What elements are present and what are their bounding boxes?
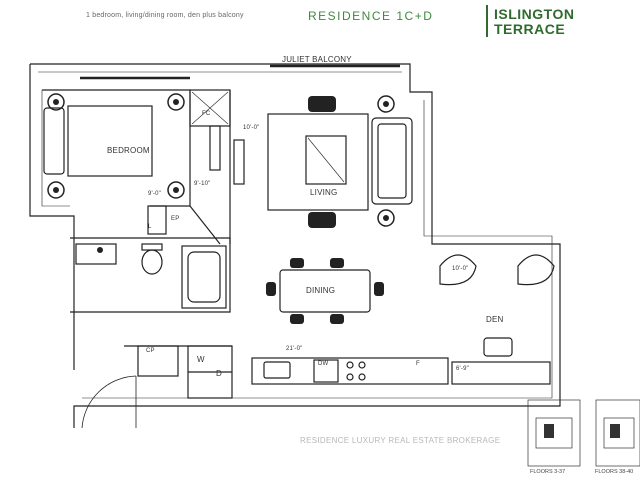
light-fixture [53, 99, 59, 105]
den-armchair-1 [439, 254, 477, 286]
light-fixture [377, 209, 395, 227]
dim-kitchen-length: 21'-0" [286, 346, 303, 352]
living-label: LIVING [310, 188, 338, 197]
dim-bedroom-depth-a: 9'-0" [148, 191, 161, 197]
light-fixture [383, 101, 389, 107]
bathtub [181, 245, 227, 309]
light-fixture [173, 99, 179, 105]
bedroom-wall-left [41, 90, 70, 207]
keyplan-floors-b: FLOORS 38-40 [595, 469, 634, 475]
inner-wall-right [82, 100, 553, 399]
unit-description: 1 bedroom, living/dining room, den plus … [86, 12, 244, 19]
logo-line-1: ISLINGTON [494, 6, 575, 22]
keyplan-b-core [603, 417, 635, 449]
dining-chair [290, 314, 304, 324]
den-chair [483, 337, 513, 357]
sofa [371, 117, 413, 205]
bathtub-inner [187, 251, 221, 303]
dim-den-width: 10'-0" [452, 266, 469, 272]
dryer-label: D [216, 369, 222, 378]
living-table [267, 113, 369, 211]
den-desk [451, 361, 551, 385]
ep-label: EP [171, 216, 180, 222]
dining-label: DINING [306, 286, 336, 295]
stove-burner-1 [346, 361, 354, 369]
keyplan-floors-a: FLOORS 3-37 [530, 469, 566, 475]
light-fixture [47, 93, 65, 111]
bed [67, 105, 153, 177]
closet-x2 [191, 91, 229, 125]
keyplan-a-core [535, 417, 573, 449]
bed-headboard [43, 107, 65, 175]
dining-chair [266, 282, 276, 296]
keyplan-a [527, 399, 581, 467]
bedroom-ledge [147, 205, 167, 235]
light-fixture [383, 215, 389, 221]
dishwasher-label: DW [318, 361, 329, 367]
column [137, 345, 179, 377]
fridge-label: F [416, 361, 420, 367]
bathroom-wall [70, 237, 231, 313]
toilet-tank [141, 243, 163, 251]
dim-den-depth: 6'-9" [456, 366, 469, 372]
kitchen-counter [251, 357, 449, 385]
residence-title: RESIDENCE 1C+D [308, 9, 434, 23]
stove-burner-4 [358, 373, 366, 381]
kitchen-sink [263, 361, 291, 379]
dining-table [279, 269, 371, 313]
light-fixture [167, 93, 185, 111]
logo-bar [486, 5, 488, 37]
dining-chair [330, 314, 344, 324]
dim-living-width: 10'-0" [243, 125, 260, 131]
living-chair [308, 212, 336, 228]
juliet-balcony-label: JULIET BALCONY [282, 55, 352, 64]
den-armchair-2 [517, 254, 555, 286]
light-fixture [167, 181, 185, 199]
living-chair [308, 96, 336, 112]
dim-bedroom-depth-b: 9'-10" [194, 181, 211, 187]
wardrobe-1 [209, 125, 221, 171]
wardrobe-2 [233, 139, 245, 185]
dining-chair [374, 282, 384, 296]
keyplan-b-highlight [610, 424, 620, 438]
outer-wall [30, 63, 561, 428]
bedroom-wall [42, 89, 191, 207]
stove-burner-2 [358, 361, 366, 369]
logo-line-2: TERRACE [494, 21, 566, 37]
vanity [75, 243, 117, 265]
entry-door-swing [81, 375, 137, 429]
l-label: L [148, 224, 152, 230]
den-label: DEN [486, 315, 504, 324]
fc-label: FC [202, 111, 211, 117]
islington-terrace-logo: ISLINGTON TERRACE [486, 5, 610, 37]
brokerage-watermark: RESIDENCE LUXURY REAL ESTATE BROKERAGE [300, 436, 501, 445]
coffee-table [305, 135, 347, 185]
cp-label: CP [146, 348, 155, 354]
light-fixture [97, 247, 103, 253]
keyplan-b [595, 399, 640, 467]
sofa-seat [377, 123, 407, 199]
dining-chair [290, 258, 304, 268]
light-fixture [47, 181, 65, 199]
coffee-table-diag [307, 137, 345, 183]
toilet [141, 249, 163, 275]
light-fixture [173, 187, 179, 193]
light-fixture [53, 187, 59, 193]
light-fixture [377, 95, 395, 113]
bedroom-label: BEDROOM [107, 146, 150, 155]
washer-label: W [197, 355, 205, 364]
outer-wall-left [29, 64, 75, 370]
keyplan-a-highlight [544, 424, 554, 438]
dishwasher-box [313, 359, 339, 383]
dining-chair [330, 258, 344, 268]
stove-burner-3 [346, 373, 354, 381]
